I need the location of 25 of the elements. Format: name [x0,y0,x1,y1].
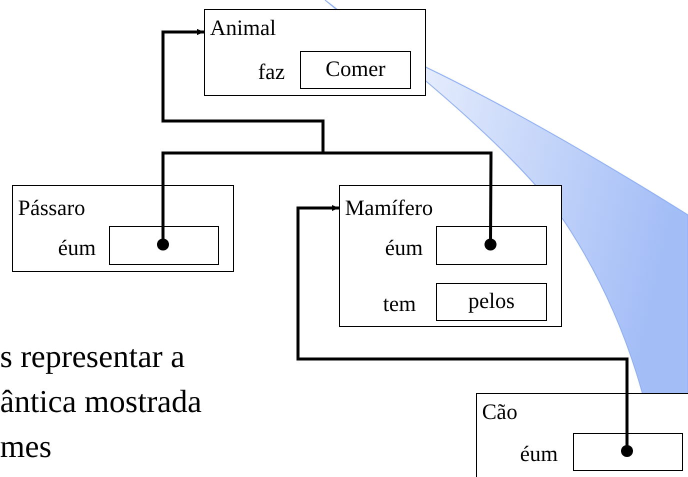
frame-box [204,9,426,96]
slot-name: tem [383,290,416,318]
slot-box [436,226,547,265]
value-box [300,51,411,89]
frame-name: Animal [210,14,276,42]
body-text: s representar a [0,338,185,374]
value-text: Comer [324,55,386,83]
frame-box [339,185,562,327]
arrow [296,205,633,457]
value-box [436,283,547,321]
frame-box [476,393,688,477]
arrow [162,29,496,250]
body-text: mes [0,428,52,464]
value-text: pelos [467,287,516,315]
slot-name: éum [58,234,96,262]
frame-name: Pássaro [18,194,86,222]
slot-box [573,433,683,471]
frame-name: Cão [482,398,518,426]
slot-name: faz [258,58,285,86]
slot-box [109,226,219,265]
body-text: ântica mostrada [0,383,202,419]
frame-name: Mamífero [345,194,433,222]
slot-name: éum [520,440,558,468]
frame-box [12,185,234,272]
slot-name: éum [385,234,423,262]
